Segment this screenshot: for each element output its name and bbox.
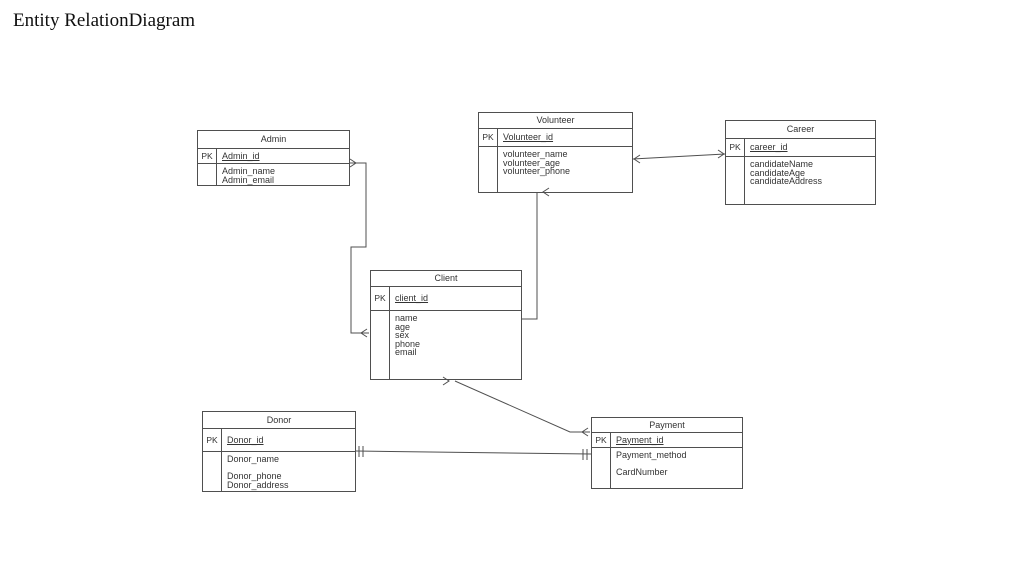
pk-field: Payment_id — [616, 434, 664, 445]
connector-donor-payment — [355, 450, 592, 455]
arrow-admin-end — [349, 158, 357, 168]
pk-column-divider — [744, 139, 745, 204]
entity-admin[interactable]: Admin PK Admin_id Admin_name Admin_email — [197, 130, 350, 186]
attribute: email — [395, 347, 417, 358]
pk-field: Donor_id — [227, 434, 264, 445]
arrow-payment-top — [581, 427, 589, 437]
pk-column-divider — [497, 129, 498, 192]
entity-career[interactable]: Career PK career_id candidateName candid… — [725, 120, 876, 205]
attribute: volunteer_name — [503, 149, 568, 159]
attribute: candidateName — [750, 159, 814, 169]
attribute: Payment_method — [616, 450, 687, 460]
attribute: Donor_address — [227, 479, 289, 490]
connector-client-payment — [454, 380, 590, 433]
entity-payment[interactable]: Payment PK Payment_id Payment_method Car… — [591, 417, 743, 489]
pk-field: Admin_id — [222, 150, 260, 161]
pk-column-divider — [221, 429, 222, 491]
entity-volunteer[interactable]: Volunteer PK Volunteer_id volunteer_name… — [478, 112, 633, 193]
attribute: Donor_phone — [227, 471, 282, 482]
attribute: Admin_email — [222, 174, 275, 185]
attribute: name — [395, 313, 418, 323]
pk-label: PK — [729, 142, 741, 153]
attribute: candidateAddress — [750, 176, 823, 187]
pk-field: client_id — [395, 293, 429, 304]
attribute: volunteer_phone — [503, 166, 571, 177]
attribute: volunteer_age — [503, 157, 561, 168]
attribute: candidateAge — [750, 167, 806, 178]
arrow-client-left — [360, 328, 368, 338]
pk-column-divider — [610, 433, 611, 488]
entity-career-title: Career — [726, 121, 875, 139]
entity-client-title: Client — [371, 271, 521, 287]
connector-admin-client — [350, 162, 369, 334]
pk-column-divider — [216, 149, 217, 185]
entity-admin-title: Admin — [198, 131, 349, 149]
attribute: sex — [395, 330, 410, 341]
connector-volunteer-career — [632, 153, 726, 160]
pk-label: PK — [482, 132, 494, 143]
pk-column-divider — [389, 287, 390, 379]
attribute: Donor_name — [227, 454, 280, 464]
page-title: Entity RelationDiagram — [13, 10, 196, 31]
attribute: phone — [395, 338, 421, 349]
entity-donor-title: Donor — [203, 412, 355, 429]
arrow-career-end — [717, 149, 725, 159]
pk-label: PK — [206, 434, 218, 445]
pk-label: PK — [201, 150, 213, 161]
entity-donor[interactable]: Donor PK Donor_id Donor_name Donor_phone… — [202, 411, 356, 492]
attribute: age — [395, 321, 411, 332]
pk-field: career_id — [750, 142, 788, 153]
attribute: CardNumber — [616, 467, 668, 478]
entity-payment-title: Payment — [592, 418, 742, 433]
arrow-volunteer-end — [633, 154, 641, 164]
pk-label: PK — [595, 434, 607, 445]
entity-client[interactable]: Client PK client_id name age sex phone e… — [370, 270, 522, 380]
pk-label: PK — [374, 293, 386, 304]
pk-field: Volunteer_id — [503, 132, 554, 143]
entity-volunteer-title: Volunteer — [479, 113, 632, 129]
attribute: Admin_name — [222, 166, 276, 176]
connector-client-volunteer — [522, 193, 538, 320]
